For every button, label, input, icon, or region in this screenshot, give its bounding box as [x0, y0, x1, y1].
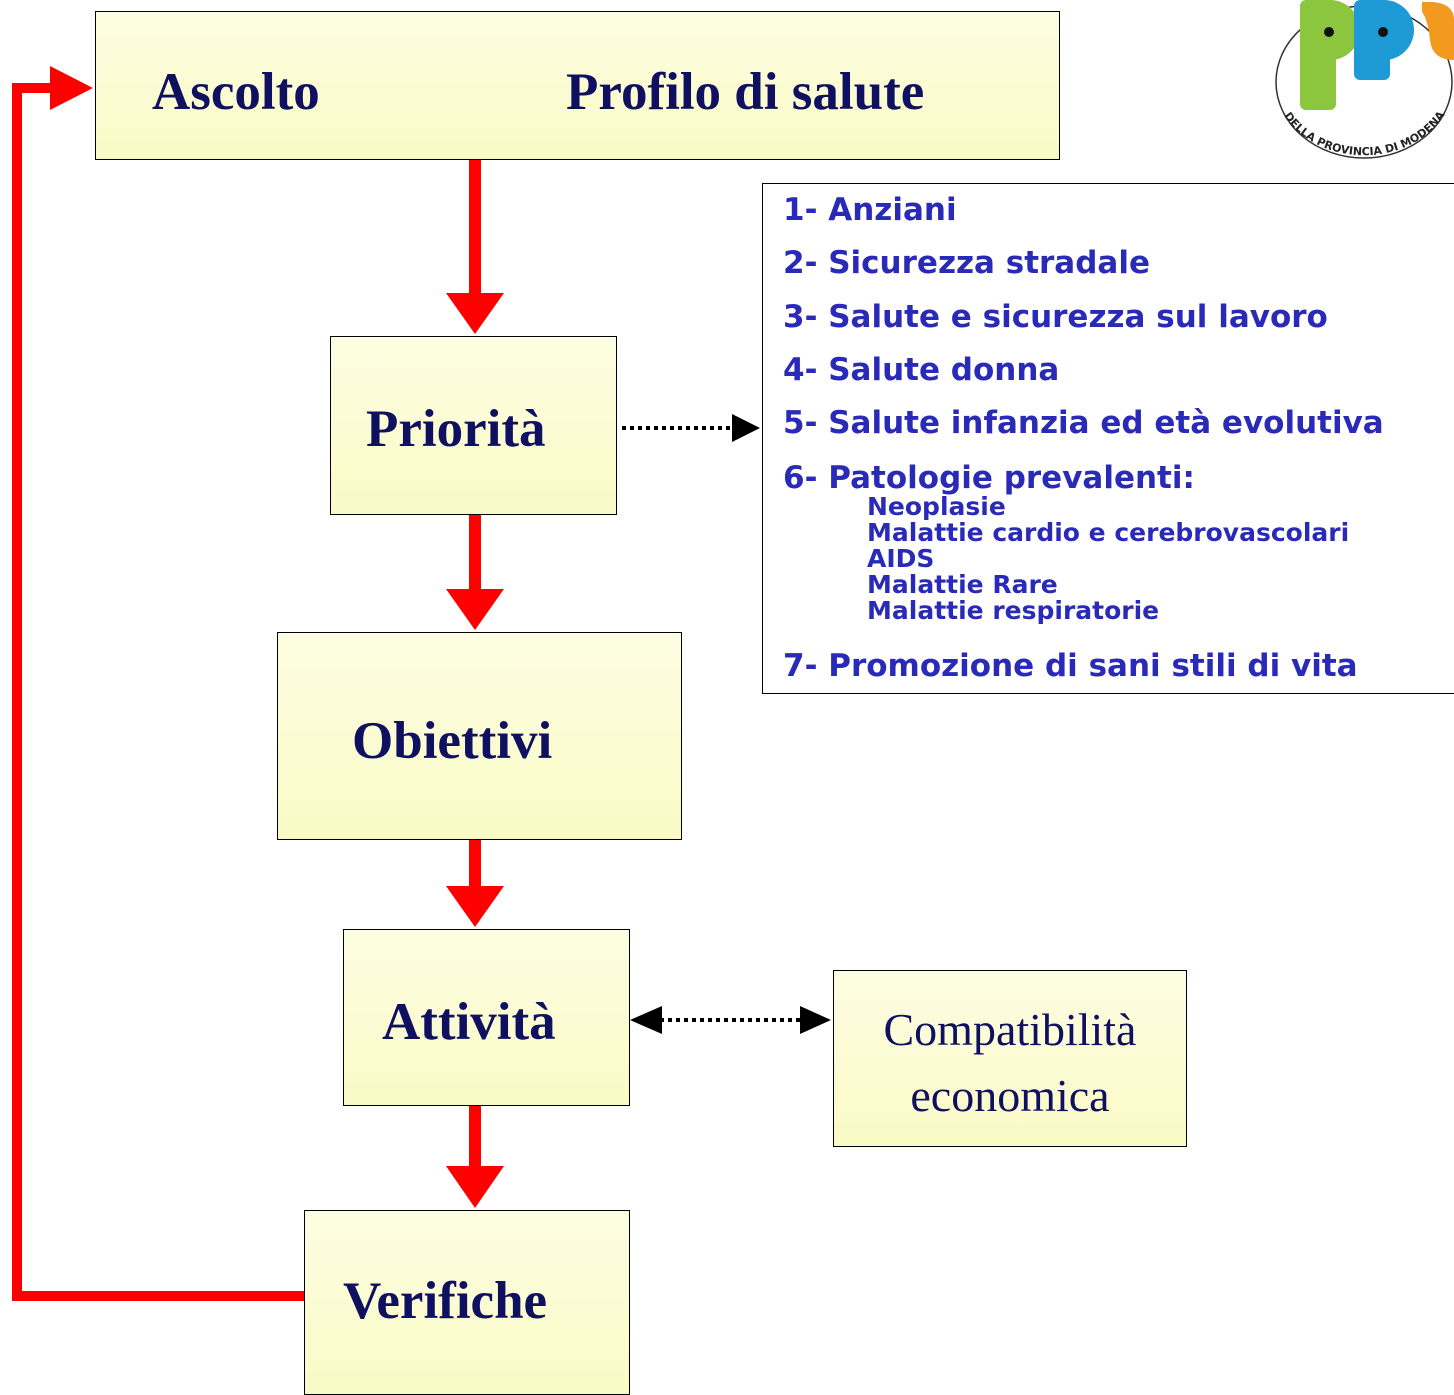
- verifiche-label: Verifiche: [343, 1272, 548, 1330]
- priorities-list: 1- Anziani 2- Sicurezza stradale 3- Salu…: [762, 183, 1454, 694]
- priority-item-1: 1- Anziani: [783, 192, 957, 228]
- priorita-label: Priorità: [366, 400, 546, 458]
- verifiche-box: Verifiche: [304, 1210, 630, 1395]
- compatibilita-box: Compatibilità economica: [833, 970, 1187, 1147]
- priority-item-7: 7- Promozione di sani stili di vita: [783, 648, 1358, 684]
- obiettivi-box: Obiettivi: [277, 632, 682, 840]
- pathology-item: Malattie cardio e cerebrovascolari: [867, 518, 1350, 547]
- dotted-arrow-attivita-compatibilita: [630, 1006, 831, 1034]
- priorita-box: Priorità: [330, 336, 617, 515]
- dotted-arrow-priorita-to-list: [622, 414, 760, 442]
- priority-item-5: 5- Salute infanzia ed età evolutiva: [783, 405, 1384, 441]
- feedback-loop-arrow: [12, 66, 305, 1301]
- priority-item-6: 6- Patologie prevalenti:: [783, 460, 1195, 496]
- pathology-item: Malattie respiratorie: [867, 596, 1160, 625]
- pathology-item: Neoplasie: [867, 492, 1006, 521]
- ascolto-label: Ascolto: [152, 63, 320, 121]
- pathology-item: Malattie Rare: [867, 570, 1058, 599]
- priority-item-3: 3- Salute e sicurezza sul lavoro: [783, 299, 1328, 335]
- attivita-label: Attività: [382, 993, 556, 1051]
- profilo-di-salute-label: Profilo di salute: [566, 63, 925, 121]
- pathology-item: AIDS: [867, 544, 935, 573]
- arrow-priorita-to-obiettivi: [446, 514, 504, 630]
- ascolto-profilo-box: Ascolto Profilo di salute: [95, 11, 1060, 160]
- arrow-obiettivi-to-attivita: [446, 839, 504, 927]
- priority-item-4: 4- Salute donna: [783, 352, 1060, 388]
- compatibilita-line2: economica: [910, 1070, 1110, 1121]
- obiettivi-label: Obiettivi: [352, 712, 553, 770]
- attivita-box: Attività: [343, 929, 630, 1106]
- arrow-ascolto-to-priorita: [446, 160, 504, 334]
- priority-item-2: 2- Sicurezza stradale: [783, 245, 1150, 281]
- pps-logo: DELLA PROVINCIA DI MODENA: [1275, 0, 1454, 159]
- compatibilita-line1: Compatibilità: [883, 1004, 1137, 1055]
- arrow-attivita-to-verifiche: [446, 1105, 504, 1208]
